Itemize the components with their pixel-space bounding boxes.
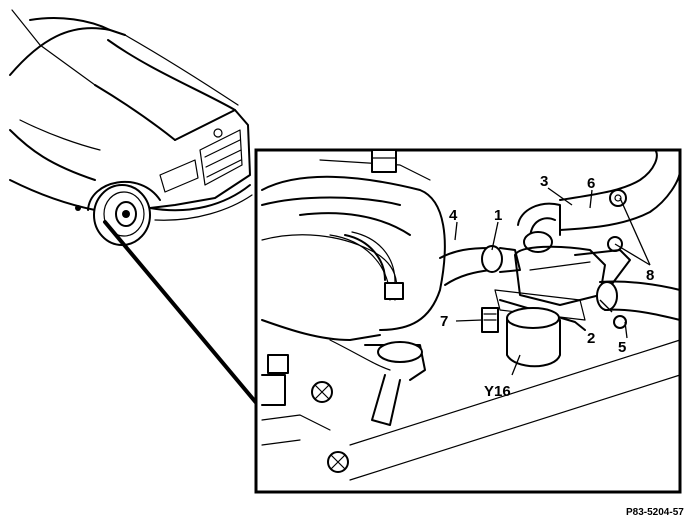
leader-line <box>103 220 260 407</box>
callout-2: 2 <box>587 330 595 347</box>
callout-4: 4 <box>449 207 458 224</box>
location-marker <box>75 205 81 211</box>
callout-7: 7 <box>440 313 448 330</box>
car-illustration <box>9 9 253 246</box>
callout-5: 5 <box>618 339 626 356</box>
callout-1: 1 <box>494 207 502 224</box>
figure-code: P83-5204-57 <box>626 507 684 518</box>
engine-detail <box>261 149 681 481</box>
callout-8: 8 <box>646 267 654 284</box>
callout-leaders <box>454 187 651 376</box>
callout-3: 3 <box>540 173 548 190</box>
callout-y16: Y16 <box>484 383 511 400</box>
callout-6: 6 <box>587 175 595 192</box>
